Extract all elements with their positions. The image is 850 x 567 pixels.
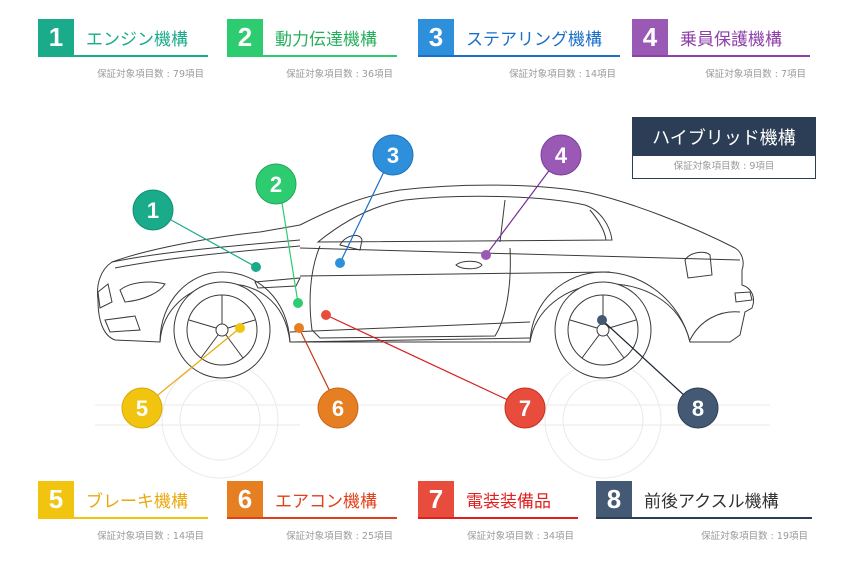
callout-4[interactable]: 4 (540, 134, 582, 176)
callout-number: 6 (332, 396, 344, 421)
legend-number-badge: 2 (227, 19, 263, 55)
car-reflection (95, 361, 770, 479)
legend-count: 保証対象項目数 : 7項目 (705, 69, 806, 80)
legend-title: ブレーキ機構 (86, 491, 188, 512)
rear-wheel (554, 281, 652, 379)
callout-7[interactable]: 7 (504, 387, 546, 429)
callout-3[interactable]: 3 (372, 134, 414, 176)
target-dot-4[interactable] (481, 250, 491, 260)
legend-number-badge: 6 (227, 481, 263, 517)
callout-number: 3 (387, 143, 399, 168)
target-dot-3[interactable] (335, 258, 345, 268)
legend-number-badge: 1 (38, 19, 74, 55)
legend-title: ステアリング機構 (466, 29, 602, 50)
callout-number: 8 (692, 396, 704, 421)
legend-title: 動力伝達機構 (275, 29, 377, 50)
callout-number: 1 (147, 198, 159, 223)
target-dot-1[interactable] (251, 262, 261, 272)
legend-title: 乗員保護機構 (680, 29, 782, 50)
target-dot-2[interactable] (293, 298, 303, 308)
legend-count: 保証対象項目数 : 19項目 (701, 531, 808, 542)
leader-line-8 (601, 319, 699, 409)
legend-number-badge: 8 (596, 481, 632, 517)
hybrid-count: 保証対象項目数 : 9項目 (673, 161, 775, 172)
legend-header: 8 前後アクスル機構 (596, 481, 812, 519)
hybrid-title: ハイブリッド機構 (633, 118, 815, 156)
leader-line-5 (141, 327, 241, 409)
legend-number-badge: 7 (418, 481, 454, 517)
legend-item-electrical[interactable]: 7 電装装備品 保証対象項目数 : 34項目 (418, 481, 578, 542)
legend-header: 1 エンジン機構 (38, 19, 208, 57)
legend-count: 保証対象項目数 : 79項目 (97, 69, 204, 80)
callout-8[interactable]: 8 (677, 387, 719, 429)
leader-line-7 (325, 314, 526, 409)
legend-number-badge: 5 (38, 481, 74, 517)
legend-count: 保証対象項目数 : 14項目 (509, 69, 616, 80)
leader-line-2 (278, 183, 299, 304)
callout-number: 2 (270, 172, 282, 197)
target-dot-8[interactable] (597, 315, 607, 325)
legend-item-air-conditioning[interactable]: 6 エアコン機構 保証対象項目数 : 25項目 (227, 481, 397, 542)
callout-6[interactable]: 6 (317, 387, 359, 429)
callout-number: 5 (136, 396, 148, 421)
legend-item-axle[interactable]: 8 前後アクスル機構 保証対象項目数 : 19項目 (596, 481, 812, 542)
legend-number-badge: 4 (632, 19, 668, 55)
target-dot-7[interactable] (321, 310, 331, 320)
target-dot-6[interactable] (294, 323, 304, 333)
callout-number: 7 (519, 396, 531, 421)
legend-header: 2 動力伝達機構 (227, 19, 397, 57)
legend-header: 3 ステアリング機構 (418, 19, 620, 57)
legend-count: 保証対象項目数 : 34項目 (467, 531, 574, 542)
legend-title: エアコン機構 (275, 491, 377, 512)
legend-item-steering[interactable]: 3 ステアリング機構 保証対象項目数 : 14項目 (418, 19, 620, 80)
legend-count: 保証対象項目数 : 14項目 (97, 531, 204, 542)
legend-item-brake[interactable]: 5 ブレーキ機構 保証対象項目数 : 14項目 (38, 481, 208, 542)
front-wheel (173, 281, 271, 379)
legend-item-occupant-protection[interactable]: 4 乗員保護機構 保証対象項目数 : 7項目 (632, 19, 810, 80)
hybrid-mechanism-box[interactable]: ハイブリッド機構 保証対象項目数 : 9項目 (632, 117, 816, 179)
target-dot-5[interactable] (235, 323, 245, 333)
legend-count: 保証対象項目数 : 36項目 (286, 69, 393, 80)
legend-number-badge: 3 (418, 19, 454, 55)
legend-title: エンジン機構 (86, 29, 188, 50)
legend-title: 電装装備品 (466, 491, 551, 512)
callout-number: 4 (555, 143, 568, 168)
legend-count: 保証対象項目数 : 25項目 (286, 531, 393, 542)
callout-5[interactable]: 5 (121, 387, 163, 429)
legend-title: 前後アクスル機構 (644, 491, 779, 512)
legend-item-drivetrain[interactable]: 2 動力伝達機構 保証対象項目数 : 36項目 (227, 19, 397, 80)
leader-line-4 (485, 155, 561, 256)
legend-header: 4 乗員保護機構 (632, 19, 810, 57)
callout-2[interactable]: 2 (255, 163, 297, 205)
target-dots (235, 250, 607, 333)
legend-header: 6 エアコン機構 (227, 481, 397, 519)
legend-item-engine[interactable]: 1 エンジン機構 保証対象項目数 : 79項目 (38, 19, 208, 80)
callout-1[interactable]: 1 (132, 189, 174, 231)
legend-header: 7 電装装備品 (418, 481, 578, 519)
legend-header: 5 ブレーキ機構 (38, 481, 208, 519)
